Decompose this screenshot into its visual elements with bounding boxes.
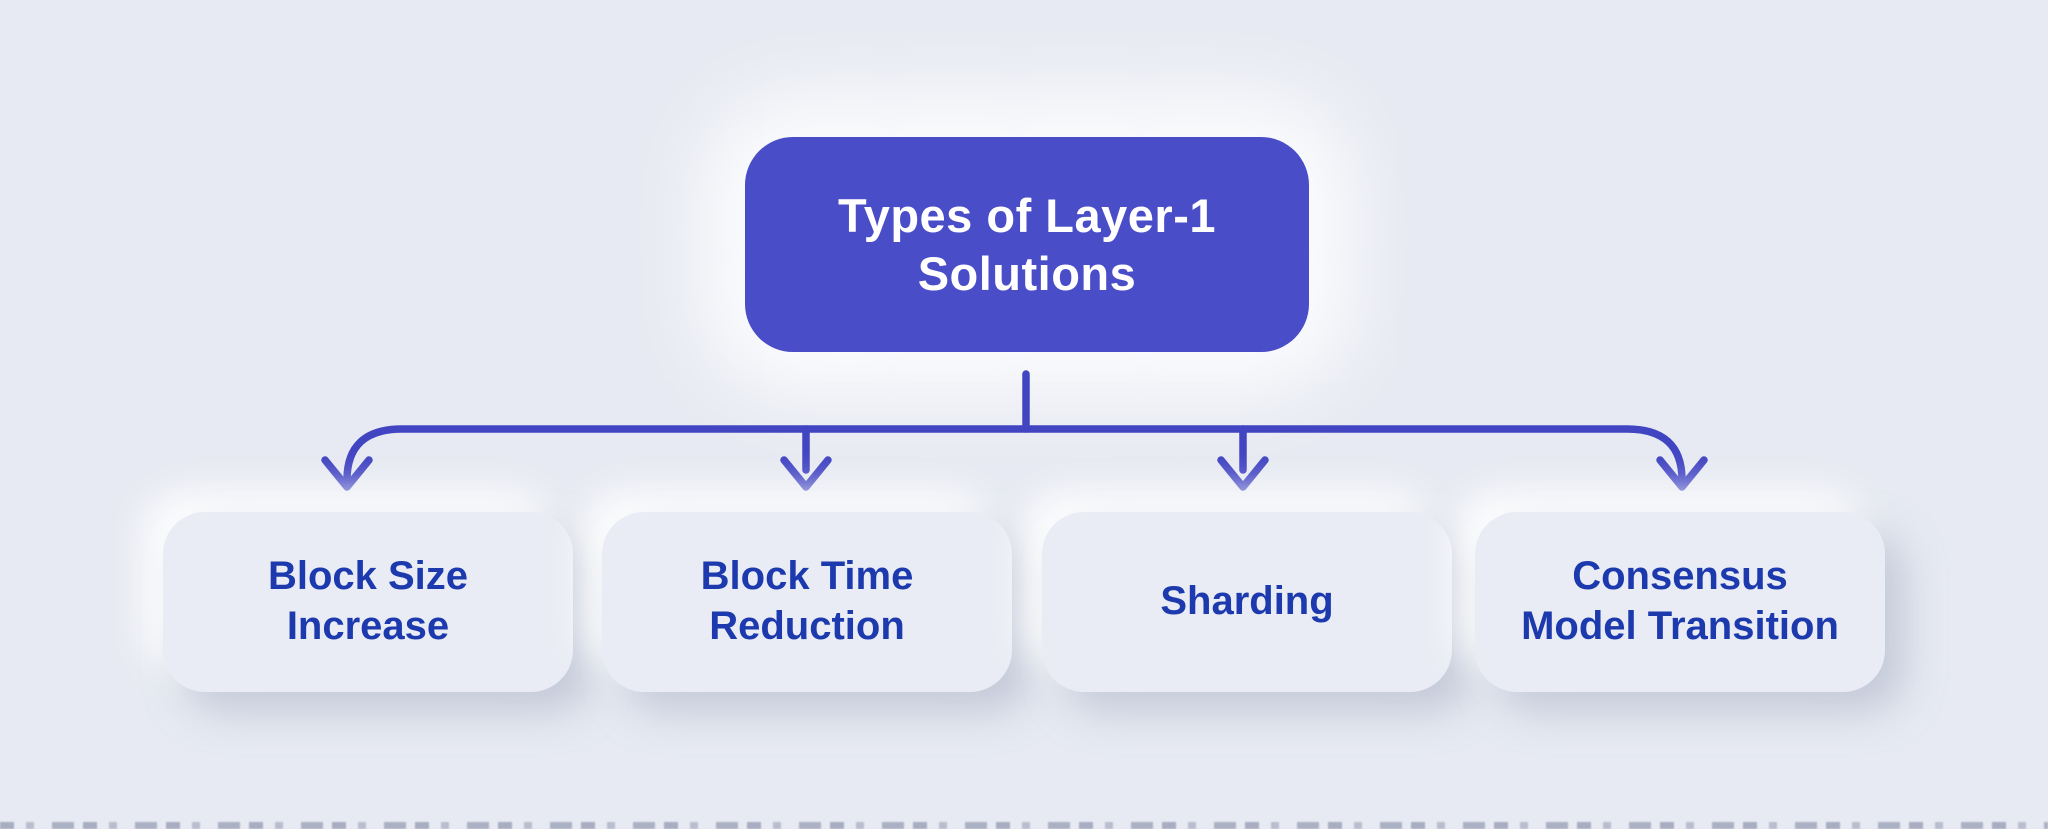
node-label-sharding: Sharding [1160,579,1334,624]
arrow-down-icon [1217,456,1269,491]
root-node-label: Types of Layer-1 Solutions [837,189,1217,300]
node-sharding: Sharding [1042,512,1452,692]
root-node: Types of Layer-1 Solutions [745,137,1309,352]
arrow-down-icon [321,456,373,491]
node-block-time-reduction: Block Time Reduction [602,512,1012,692]
node-label-block-time-reduction: Block Time Reduction [700,554,914,648]
node-label-block-size-increase: Block Size Increase [267,554,469,648]
arrow-down-icon [780,456,832,491]
connector-rail [343,425,1686,484]
node-consensus-model-transition: Consensus Model Transition [1475,512,1885,692]
arrow-down-icon [1656,456,1708,491]
node-label-consensus-model-transition: Consensus Model Transition [1521,554,1839,648]
node-block-size-increase: Block Size Increase [163,512,573,692]
cropped-text-artifact [0,822,2048,829]
